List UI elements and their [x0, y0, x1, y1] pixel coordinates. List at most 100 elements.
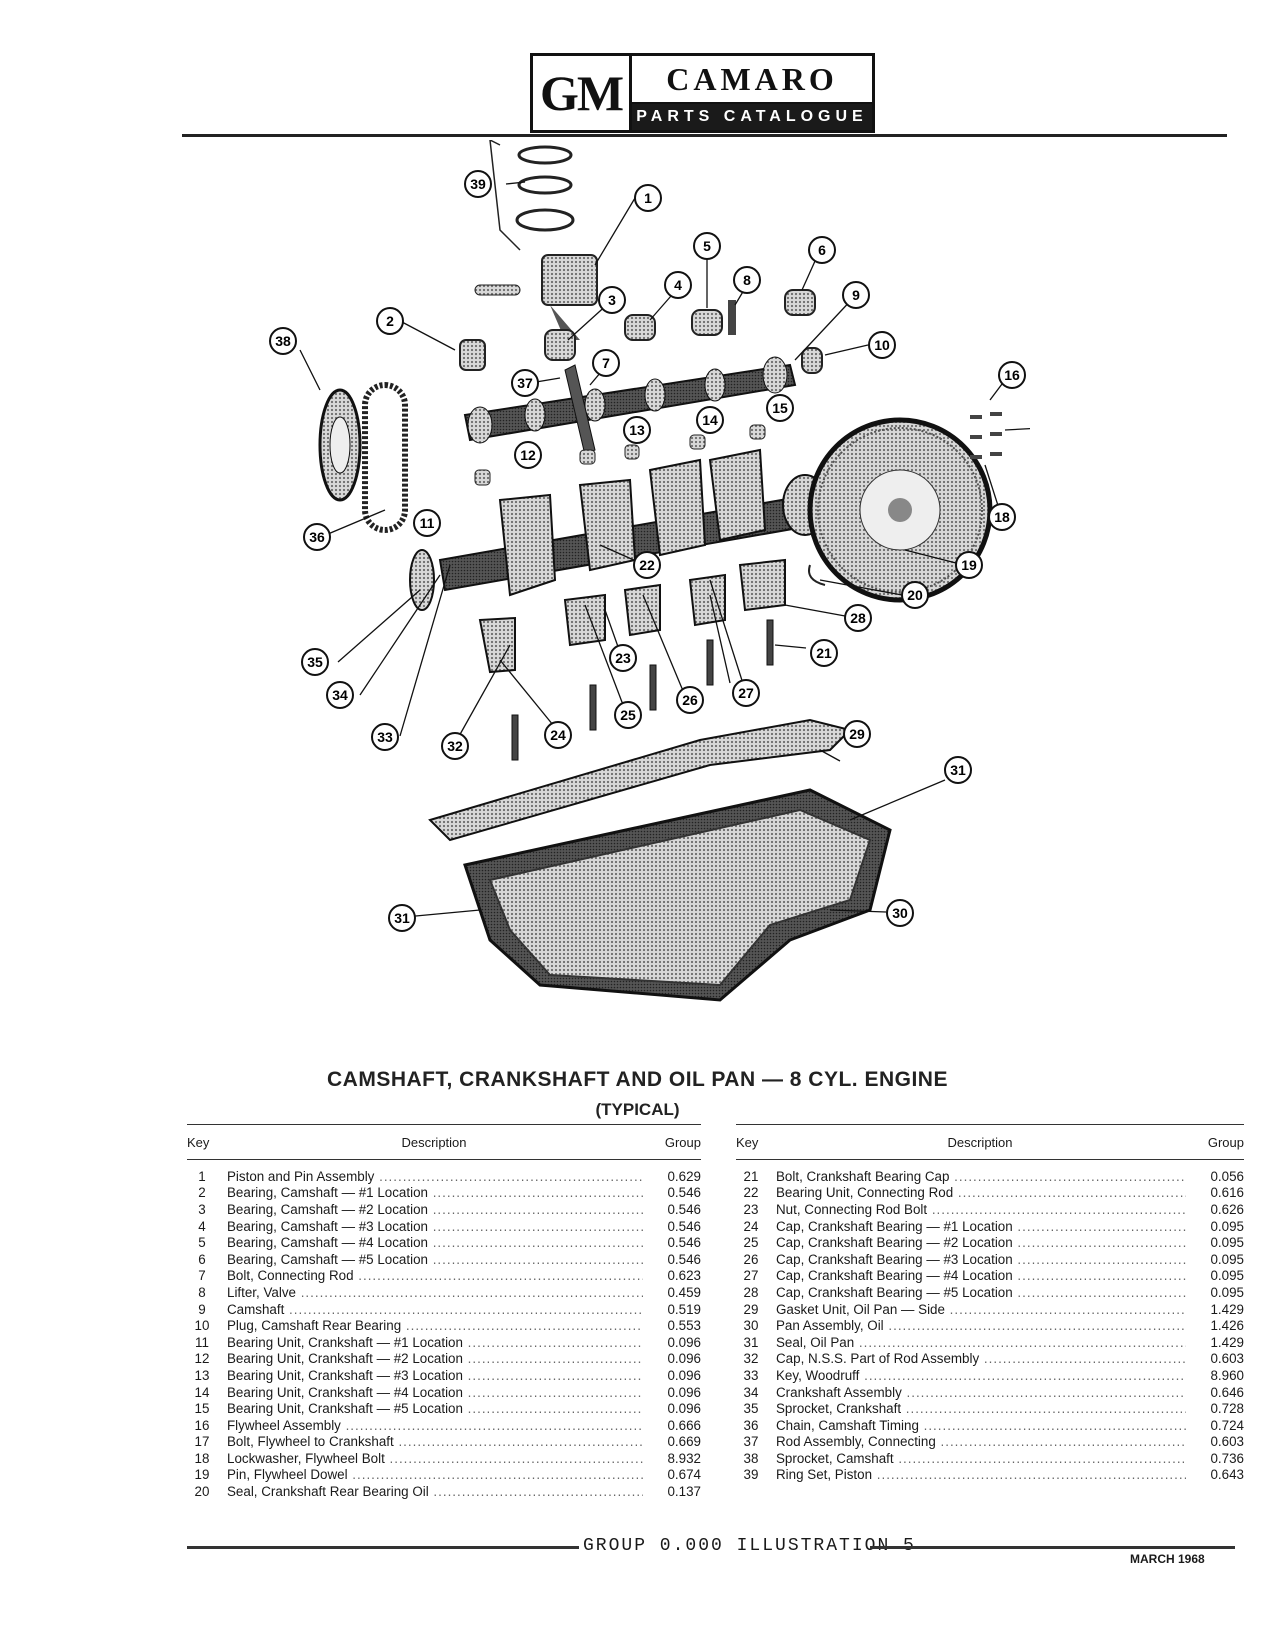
callout-8: 8: [733, 266, 761, 294]
key-header: Key: [736, 1134, 759, 1150]
callout-16: 16: [998, 361, 1026, 389]
part-description: Camshaft: [217, 1302, 643, 1317]
part-group-number: 0.095: [1210, 1284, 1244, 1300]
part-description: Piston and Pin Assembly: [217, 1169, 643, 1184]
footer-date: MARCH 1968: [1130, 1552, 1205, 1566]
callout-34: 34: [326, 681, 354, 709]
part-description: Bearing Unit, Crankshaft — #3 Location: [217, 1368, 643, 1383]
group-header: Group: [664, 1134, 701, 1150]
svg-text:39: 39: [470, 176, 486, 192]
callout-11: 11: [413, 509, 441, 537]
part-description: Cap, Crankshaft Bearing — #5 Location: [766, 1285, 1186, 1300]
part-description: Bearing, Camshaft — #3 Location: [217, 1219, 643, 1234]
part-key: 10: [194, 1318, 210, 1334]
part-group-number: 0.724: [1210, 1417, 1244, 1433]
part-group-number: 0.095: [1210, 1251, 1244, 1267]
callout-3: 3: [598, 286, 626, 314]
svg-text:29: 29: [849, 726, 865, 742]
callout-33: 33: [371, 723, 399, 751]
part-group-number: 0.095: [1210, 1218, 1244, 1234]
part-key: 17: [194, 1434, 210, 1450]
bearing-caps: [478, 558, 786, 674]
svg-text:5: 5: [703, 238, 711, 254]
part-key: 25: [743, 1235, 759, 1251]
header-rule: [182, 134, 1227, 137]
illustration-caption: CAMSHAFT, CRANKSHAFT AND OIL PAN — 8 CYL…: [327, 1068, 948, 1091]
part-description: Cap, Crankshaft Bearing — #1 Location: [766, 1219, 1186, 1234]
part-key: 19: [194, 1467, 210, 1483]
callout-7: 7: [592, 349, 620, 377]
svg-text:30: 30: [892, 905, 908, 921]
gm-logo-mark: GM: [533, 56, 632, 130]
part-key: 30: [743, 1318, 759, 1334]
part-description: Seal, Oil Pan: [766, 1335, 1186, 1350]
svg-text:24: 24: [550, 727, 566, 743]
svg-text:31: 31: [950, 762, 966, 778]
part-key: 14: [194, 1384, 210, 1400]
part-key: 1: [198, 1168, 206, 1184]
flywheel: [807, 417, 993, 603]
part-key: 8: [198, 1284, 206, 1300]
callout-27: 27: [732, 679, 760, 707]
part-group-number: 0.096: [667, 1334, 701, 1350]
part-key: 13: [194, 1367, 210, 1383]
svg-text:9: 9: [852, 287, 860, 303]
part-key: 38: [743, 1450, 759, 1466]
piston-ring-set: [515, 145, 575, 232]
callout-31-upper: 31: [944, 756, 972, 784]
part-group-number: 0.095: [1210, 1268, 1244, 1284]
catalogue-title: CAMARO: [632, 56, 872, 104]
svg-text:11: 11: [420, 515, 435, 531]
part-group-number: 0.137: [667, 1484, 701, 1500]
part-description: Bearing Unit, Connecting Rod: [766, 1185, 1186, 1200]
part-key: 11: [195, 1334, 209, 1350]
part-group-number: 0.553: [667, 1318, 701, 1334]
part-key: 39: [743, 1467, 759, 1483]
callout-24: 24: [544, 721, 572, 749]
part-description: Bearing, Camshaft — #4 Location: [217, 1235, 643, 1250]
part-description: Crankshaft Assembly: [766, 1385, 1186, 1400]
part-group-number: 0.646: [1210, 1384, 1244, 1400]
part-description: Rod Assembly, Connecting: [766, 1434, 1186, 1449]
part-group-number: 0.095: [1210, 1235, 1244, 1251]
part-key: 18: [194, 1450, 210, 1466]
part-group-number: 0.546: [667, 1235, 701, 1251]
callout-38: 38: [269, 327, 297, 355]
part-group-number: 0.546: [667, 1201, 701, 1217]
callout-1: 1: [634, 184, 662, 212]
part-key: 32: [743, 1351, 759, 1367]
callout-26: 26: [676, 686, 704, 714]
part-group-number: 0.603: [1210, 1351, 1244, 1367]
callout-37: 37: [511, 369, 539, 397]
camshaft: [463, 356, 797, 444]
part-description: Sprocket, Crankshaft: [766, 1401, 1186, 1416]
part-group-number: 8.960: [1210, 1367, 1244, 1383]
part-description: Ring Set, Piston: [766, 1467, 1186, 1482]
callout-14: 14: [696, 406, 724, 434]
part-description: Cap, Crankshaft Bearing — #2 Location: [766, 1235, 1186, 1250]
svg-text:38: 38: [275, 333, 291, 349]
part-key: 27: [743, 1268, 759, 1284]
callout-9: 9: [842, 281, 870, 309]
svg-text:23: 23: [615, 650, 631, 666]
svg-text:15: 15: [772, 400, 788, 416]
